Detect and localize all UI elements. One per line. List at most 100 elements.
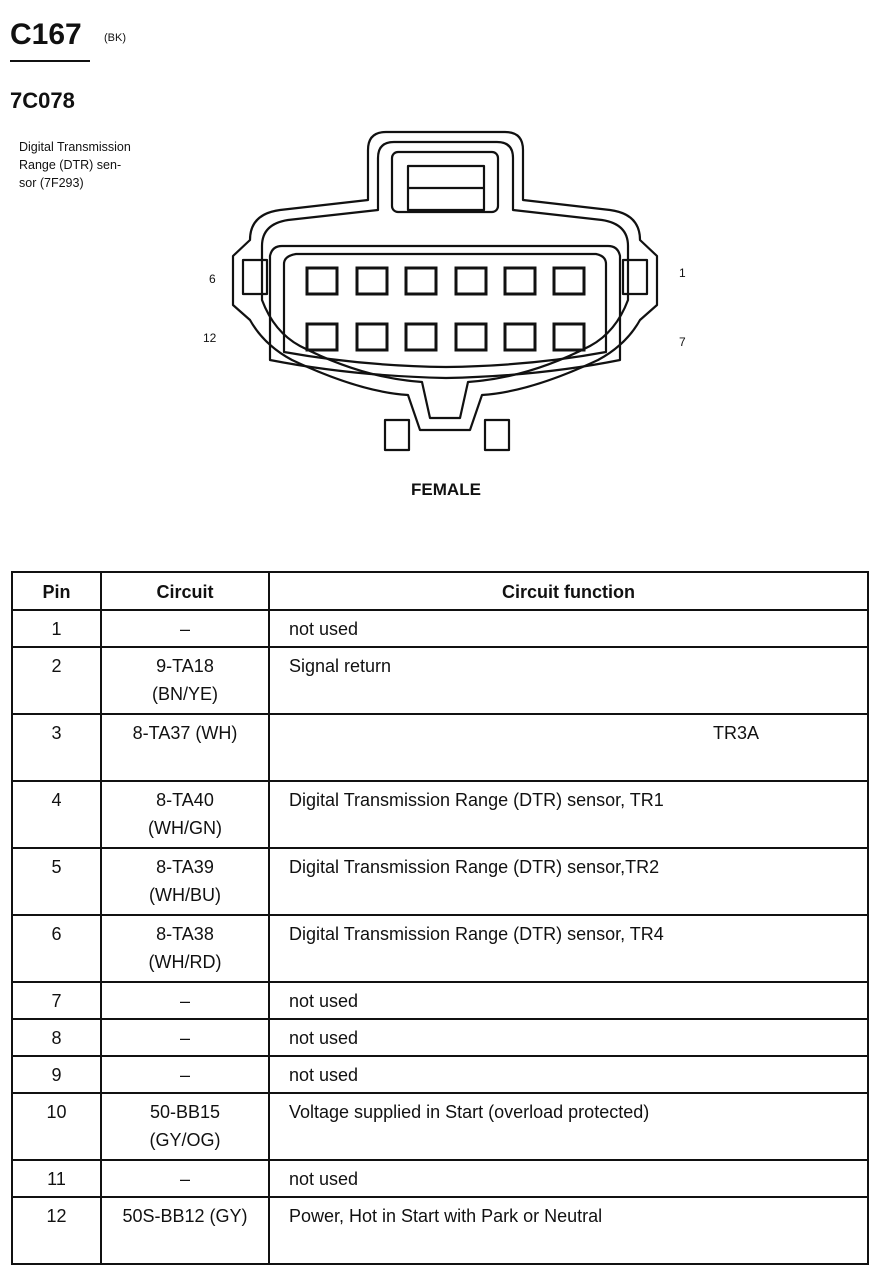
- cavity-pin-8: [503, 322, 537, 352]
- header-function: Circuit function: [268, 571, 869, 611]
- function-cell: not used: [268, 1055, 869, 1094]
- circuit-color-line: (WH/RD): [148, 952, 222, 972]
- circuit-line: 8-TA37 (WH): [132, 723, 238, 743]
- circuit-color-line: (WH/BU): [149, 885, 221, 905]
- part-number: 7C078: [10, 88, 75, 113]
- locking-latch: [390, 150, 500, 214]
- terminal-frame-inner: [282, 252, 608, 369]
- connector-gender-label: FEMALE: [411, 480, 481, 499]
- cavity-pin-9: [454, 322, 488, 352]
- pin-label-top-right: 1: [679, 266, 686, 280]
- circuit-cell: 8-TA38 (WH/RD): [100, 914, 270, 983]
- cavity-pin-1: [552, 266, 586, 296]
- left-side-clip: [241, 258, 269, 296]
- circuit-line: 50-BB15: [149, 1102, 221, 1122]
- right-bottom-tab: [483, 418, 511, 452]
- table-row: 6 8-TA38 (WH/RD) Digital Transmission Ran…: [11, 914, 869, 983]
- connector-color: (BK): [104, 32, 126, 44]
- connector-face-diagram: [231, 130, 659, 452]
- circuit-line: –: [179, 1169, 190, 1189]
- table-row: 1 – not used: [11, 609, 869, 648]
- table-row: 12 50S-BB12 (GY) Power, Hot in Start wit…: [11, 1196, 869, 1265]
- circuit-cell: 50-BB15 (GY/OG): [100, 1092, 270, 1161]
- function-cell: Digital Transmission Range (DTR) sensor,…: [268, 780, 869, 849]
- table-row: 7 – not used: [11, 981, 869, 1020]
- pin-cell: 2: [11, 646, 102, 715]
- circuit-color-line: (BN/YE): [151, 684, 218, 704]
- cavity-pin-12: [305, 322, 339, 352]
- header-circuit: Circuit: [100, 571, 270, 611]
- connector-housing-outer: [231, 130, 659, 432]
- pin-cell: 7: [11, 981, 102, 1020]
- pin-table: Pin Circuit Circuit function 1 – not use…: [11, 571, 869, 1265]
- circuit-line: 8-TA39: [156, 857, 214, 877]
- circuit-cell: 8-TA39 (WH/BU): [100, 847, 270, 916]
- table-row: 2 9-TA18 (BN/YE) Signal return: [11, 646, 869, 715]
- circuit-line: –: [179, 991, 190, 1011]
- pin-cell: 6: [11, 914, 102, 983]
- pin-cell: 5: [11, 847, 102, 916]
- circuit-cell: 8-TA37 (WH): [100, 713, 270, 782]
- circuit-line: 9-TA18: [156, 656, 214, 676]
- function-cell: not used: [268, 1018, 869, 1057]
- circuit-line: –: [179, 619, 190, 639]
- right-side-clip: [621, 258, 649, 296]
- function-cell: not used: [268, 981, 869, 1020]
- pin-cell: 4: [11, 780, 102, 849]
- circuit-cell: –: [100, 1159, 270, 1198]
- circuit-line: –: [179, 1028, 190, 1048]
- circuit-line: –: [179, 1065, 190, 1085]
- table-row: 4 8-TA40 (WH/GN) Digital Transmission Ran…: [11, 780, 869, 849]
- cavity-pin-11: [355, 322, 389, 352]
- cavity-pin-4: [404, 266, 438, 296]
- pin-cell: 9: [11, 1055, 102, 1094]
- function-cell: Voltage supplied in Start (overload prot…: [268, 1092, 869, 1161]
- pin-label-bottom-left: 12: [203, 331, 217, 345]
- circuit-cell: –: [100, 609, 270, 648]
- function-cell: not used: [268, 1159, 869, 1198]
- circuit-color-line: (GY/OG): [149, 1130, 221, 1150]
- table-row: 3 8-TA37 (WH) TR3A: [11, 713, 869, 782]
- connector-housing-inner: [260, 140, 630, 420]
- circuit-cell: –: [100, 981, 270, 1020]
- table-row: 5 8-TA39(WH/BU) Digital Transmission Ran…: [11, 847, 869, 916]
- function-cell: Signal return: [268, 646, 869, 715]
- pin-cell: 3: [11, 713, 102, 782]
- terminal-frame-outer: [268, 244, 622, 380]
- circuit-cell: 9-TA18 (BN/YE): [100, 646, 270, 715]
- pin-label-top-left: 6: [209, 272, 216, 286]
- circuit-color-line: (WH/GN): [148, 818, 222, 838]
- table-row: 11 – not used: [11, 1159, 869, 1198]
- pin-cell: 12: [11, 1196, 102, 1265]
- function-cell: TR3A: [268, 713, 869, 782]
- header-pin: Pin: [11, 571, 102, 611]
- pin-cell: 1: [11, 609, 102, 648]
- cavity-pin-6: [305, 266, 339, 296]
- circuit-cell: 8-TA40 (WH/GN): [100, 780, 270, 849]
- connector-id-underline: [10, 60, 90, 62]
- cavity-pin-7: [552, 322, 586, 352]
- function-cell: not used: [268, 609, 869, 648]
- pin-cell: 8: [11, 1018, 102, 1057]
- circuit-cell: 50S-BB12 (GY): [100, 1196, 270, 1265]
- left-bottom-tab: [383, 418, 411, 452]
- circuit-cell: –: [100, 1055, 270, 1094]
- cavity-pin-3: [454, 266, 488, 296]
- table-header-row: Pin Circuit Circuit function: [11, 571, 869, 611]
- connector-id: C167: [10, 18, 82, 51]
- cavity-pin-2: [503, 266, 537, 296]
- cavity-pin-10: [404, 322, 438, 352]
- pin-cell: 11: [11, 1159, 102, 1198]
- component-description: Digital Transmission Range (DTR) sen- so…: [19, 140, 131, 190]
- circuit-cell: –: [100, 1018, 270, 1057]
- circuit-line: 8-TA40: [156, 790, 214, 810]
- function-cell: Power, Hot in Start with Park or Neutral: [268, 1196, 869, 1265]
- cavity-pin-5: [355, 266, 389, 296]
- table-row: 9 – not used: [11, 1055, 869, 1094]
- circuit-line: 8-TA38: [156, 924, 214, 944]
- function-cell: Digital Transmission Range (DTR) sensor,…: [268, 914, 869, 983]
- pin-label-bottom-right: 7: [679, 335, 686, 349]
- circuit-line: 50S-BB12 (GY): [122, 1206, 248, 1226]
- function-right-text: TR3A: [712, 723, 759, 743]
- table-row: 8 – not used: [11, 1018, 869, 1057]
